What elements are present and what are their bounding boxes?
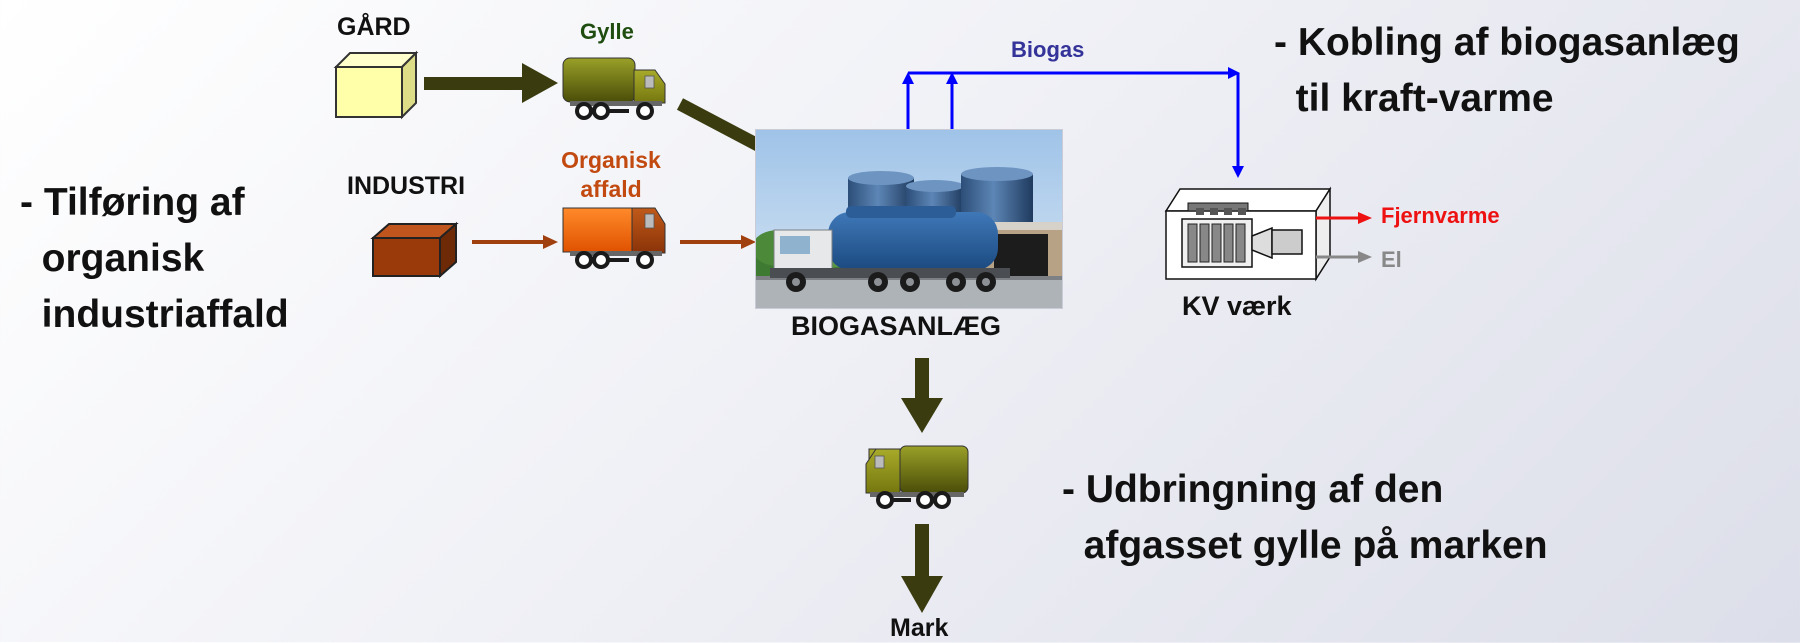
waste-truck-icon (562, 207, 666, 269)
slurry-truck-icon (562, 57, 666, 120)
industry-to-truck-arrow (472, 235, 558, 249)
label-mark: Mark (890, 614, 949, 642)
farm-box-icon (333, 50, 419, 120)
label-el: El (1381, 247, 1402, 272)
note-kobling: - Kobling af biogasanlæg til kraft-varme (1274, 21, 1740, 120)
farm-to-truck-arrow (424, 63, 558, 103)
label-fjernvarme: Fjernvarme (1381, 203, 1500, 228)
field-truck-icon (865, 445, 969, 509)
note-udbringning: - Udbringning af den afgasset gylle på m… (1062, 468, 1548, 567)
chp-engine-icon (1164, 186, 1332, 282)
plant-to-truck-arrow (901, 358, 943, 433)
el-arrow (1316, 251, 1372, 263)
label-industri: INDUSTRI (347, 172, 466, 200)
label-biogas: Biogas (1011, 37, 1085, 62)
biogas-plant-photo (756, 130, 1062, 308)
waste-to-plant-arrow (680, 235, 756, 249)
industry-box-icon (370, 221, 459, 279)
fjernvarme-arrow (1316, 212, 1372, 224)
label-kv-vaerk: KV værk (1182, 291, 1292, 321)
label-organisk-affald: Organisk affald (561, 147, 661, 202)
note-tilfoering: - Tilføring af organisk industriaffald (20, 181, 289, 336)
label-biogasanlaeg: BIOGASANLÆG (791, 311, 1002, 341)
label-gaard: GÅRD (337, 13, 411, 41)
label-gylle: Gylle (580, 19, 634, 44)
truck-to-field-arrow (901, 524, 943, 613)
